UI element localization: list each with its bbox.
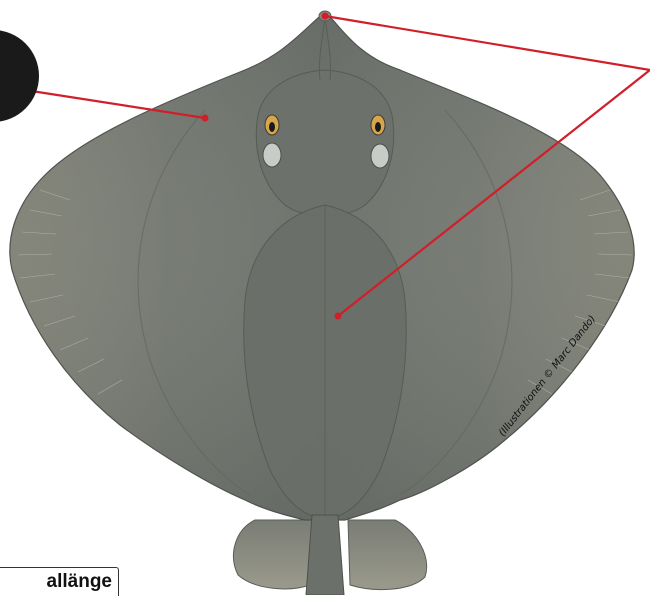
left-spiracle [263, 143, 281, 167]
head [256, 70, 393, 216]
marker-circle [0, 30, 39, 122]
tail [306, 515, 344, 595]
left-pelvic-fin [233, 520, 312, 589]
right-spiracle [371, 144, 389, 168]
corner-label-text: allänge [47, 568, 112, 596]
corner-label-tab: allänge [0, 567, 119, 596]
right-pelvic-fin [348, 520, 427, 590]
right-eye [371, 115, 385, 135]
left-eye [265, 115, 279, 135]
